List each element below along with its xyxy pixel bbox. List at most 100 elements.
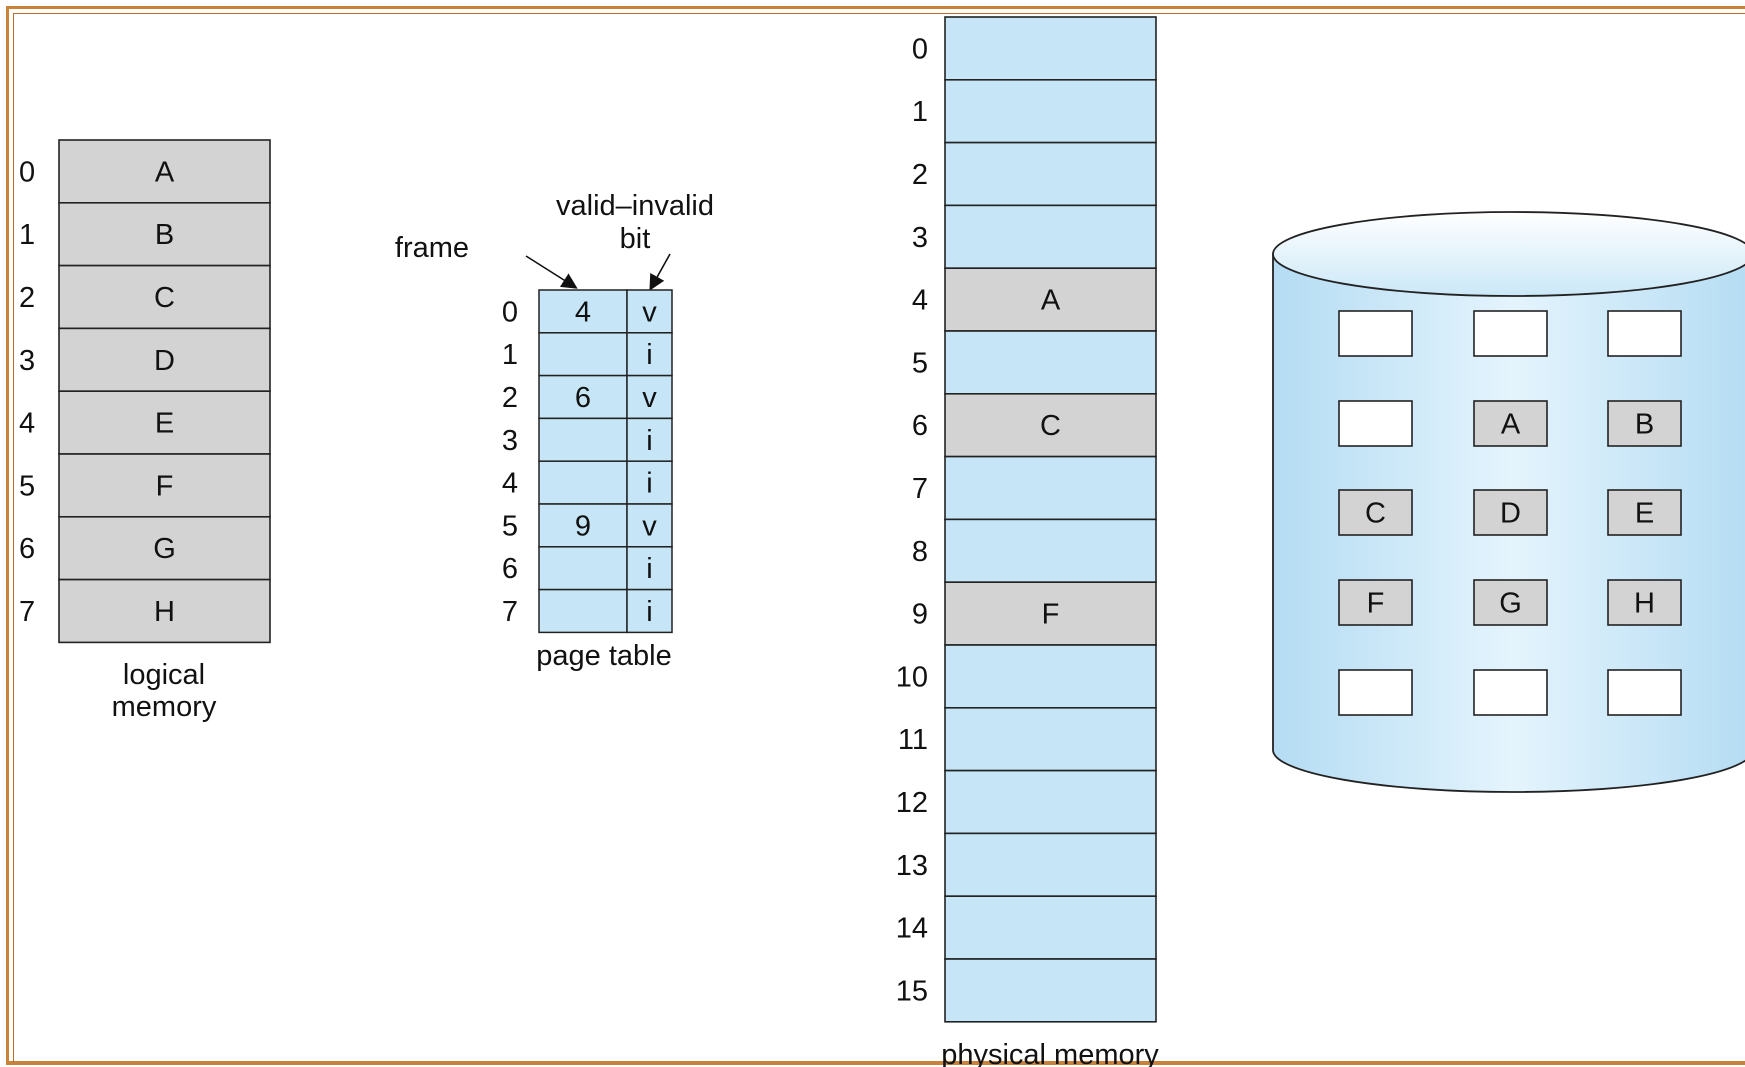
- page-table-frame-cell: [538, 460, 628, 505]
- physical-frame-index: 7: [912, 473, 928, 505]
- logical-page-letter: A: [155, 156, 175, 188]
- backing-store-block: [1473, 400, 1548, 447]
- page-table-index: 6: [502, 553, 518, 585]
- page-table-index: 7: [502, 596, 518, 628]
- page-table-valid-bit: v: [642, 510, 657, 542]
- logical-page-index: 4: [19, 408, 35, 440]
- physical-frame-index: 14: [896, 913, 928, 945]
- physical-frame-index: 12: [896, 787, 928, 819]
- physical-frame-content: F: [1042, 599, 1060, 631]
- page-table-frame-number: 6: [575, 382, 591, 414]
- page-table-frame-number: 4: [575, 296, 591, 328]
- page-table-valid-bit: v: [642, 382, 657, 414]
- valid-bit-arrow: [649, 253, 671, 291]
- logical-page-index: 6: [19, 533, 35, 565]
- page-table-valid-bit: i: [646, 553, 652, 585]
- physical-frame-index: 13: [896, 850, 928, 882]
- logical-page-index: 3: [19, 345, 35, 377]
- page-table-frame-cell: [538, 289, 628, 334]
- logical-page-cell: [58, 202, 271, 267]
- backing-store-block-label: G: [1499, 588, 1522, 620]
- physical-frame-index: 15: [896, 975, 928, 1007]
- logical-page-letter: E: [155, 408, 174, 440]
- backing-store-block: [1607, 400, 1682, 447]
- backing-store-block: [1473, 489, 1548, 536]
- physical-frame-index: 1: [912, 96, 928, 128]
- backing-store-block: [1607, 579, 1682, 626]
- backing-store-block-label: A: [1501, 409, 1521, 441]
- logical-memory-label-line2: memory: [112, 691, 217, 723]
- backing-store-block: [1607, 489, 1682, 536]
- logical-page-index: 2: [19, 282, 35, 314]
- page-table-index: 4: [502, 468, 518, 500]
- logical-page-cell: [58, 515, 271, 581]
- physical-frame-index: 0: [912, 33, 928, 65]
- backing-store-block: [1338, 669, 1413, 716]
- frame-arrow: [525, 255, 578, 289]
- page-table-bit-cell: [626, 546, 673, 591]
- backing-store-block-label: B: [1635, 409, 1654, 441]
- physical-frame-index: 3: [912, 222, 928, 254]
- physical-frame-index: 9: [912, 599, 928, 631]
- page-table-bit-cell: [626, 503, 673, 548]
- logical-page-index: 1: [19, 219, 35, 251]
- frame-label: frame: [395, 232, 469, 264]
- page-table-index: 2: [502, 382, 518, 414]
- page-table-label: page table: [536, 640, 671, 672]
- physical-frame-content: A: [1041, 285, 1061, 317]
- physical-frame-index: 11: [898, 724, 928, 756]
- page-table-index: 0: [502, 296, 518, 328]
- physical-frame-cell: [944, 706, 1157, 772]
- backing-store-block: [1607, 669, 1682, 716]
- physical-frame-cell: [944, 958, 1157, 1023]
- page-table-frame-cell: [538, 588, 628, 634]
- physical-frame-index: 4: [912, 285, 928, 317]
- page-table-valid-bit: i: [646, 468, 652, 500]
- page-table-bit-cell: [626, 460, 673, 505]
- page-table-bit-cell: [626, 289, 673, 334]
- page-table-bit-cell: [626, 588, 673, 634]
- physical-frame-cell: [944, 581, 1157, 646]
- page-table-frame-number: 9: [575, 510, 591, 542]
- page-table-index: 3: [502, 425, 518, 457]
- logical-memory-label-line1: logical: [123, 659, 205, 691]
- physical-frame-cell: [944, 330, 1157, 395]
- physical-frame-cell: [944, 832, 1157, 898]
- physical-frame-index: 5: [912, 347, 928, 379]
- logical-page-cell: [58, 264, 271, 330]
- backing-store-block: [1607, 310, 1682, 357]
- physical-frame-index: 8: [912, 536, 928, 568]
- page-table-bit-cell: [626, 417, 673, 462]
- page-table-bit-cell: [626, 332, 673, 377]
- physical-frame-cell: [944, 267, 1157, 332]
- page-table-valid-bit: i: [646, 425, 652, 457]
- physical-frame-index: 6: [912, 410, 928, 442]
- physical-frame-index: 10: [896, 661, 928, 693]
- physical-frame-cell: [944, 16, 1157, 81]
- disk-top: [1272, 211, 1745, 297]
- backing-store-block-label: C: [1365, 498, 1386, 530]
- logical-page-letter: B: [155, 219, 174, 251]
- logical-page-cell: [58, 578, 271, 644]
- backing-store-block-label: H: [1634, 588, 1655, 620]
- logical-page-cell: [58, 453, 271, 518]
- physical-frame-cell: [944, 769, 1157, 835]
- physical-frame-index: 2: [912, 159, 928, 191]
- page-table-frame-cell: [538, 546, 628, 591]
- logical-page-cell: [58, 139, 271, 204]
- logical-page-letter: F: [156, 470, 174, 502]
- page-table-valid-bit: v: [642, 296, 657, 328]
- logical-page-letter: G: [153, 533, 176, 565]
- physical-frame-content: C: [1040, 410, 1061, 442]
- valid-invalid-label-line1: valid–invalid: [556, 190, 714, 222]
- physical-frame-cell: [944, 895, 1157, 960]
- logical-page-letter: H: [154, 596, 175, 628]
- physical-frame-cell: [944, 79, 1157, 144]
- backing-store-block-label: F: [1367, 588, 1385, 620]
- physical-frame-cell: [944, 392, 1157, 458]
- page-table-bit-cell: [626, 374, 673, 420]
